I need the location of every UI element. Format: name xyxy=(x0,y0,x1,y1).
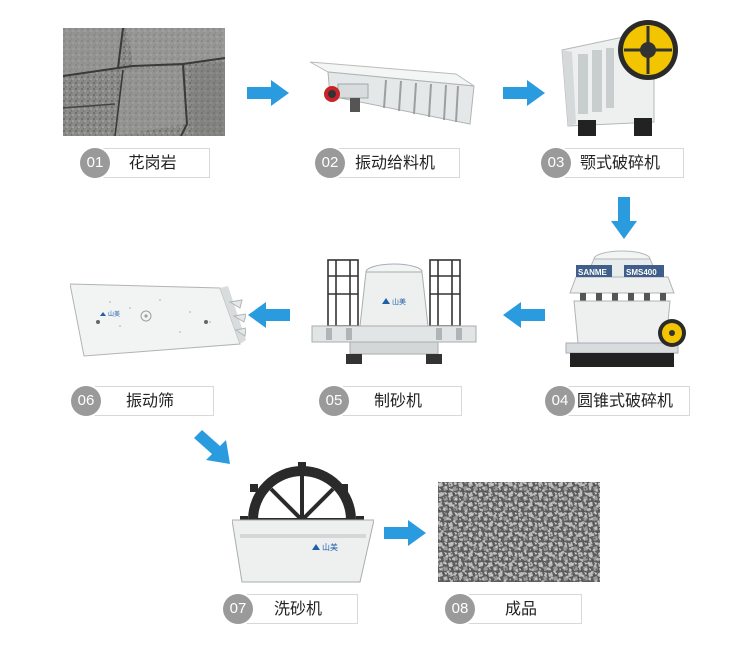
step-label-05: 05 制砂机 xyxy=(319,386,462,416)
granite-image xyxy=(63,28,225,136)
cone-crusher-image: SANME SMS400 xyxy=(562,247,686,371)
arrow-left-icon xyxy=(503,302,545,328)
step-number-badge: 08 xyxy=(445,594,475,624)
step-name: 成品 xyxy=(504,599,537,618)
brand-logo-text: 山美 xyxy=(108,310,120,318)
finished-aggregate-image xyxy=(438,482,600,582)
sanme-logo-icon xyxy=(312,544,320,550)
sand-washing-machine-image: 山美 xyxy=(232,462,374,586)
step-number-badge: 05 xyxy=(319,386,349,416)
step-number-badge: 06 xyxy=(71,386,101,416)
cone-badge-right: SMS400 xyxy=(626,268,657,277)
step-label-01: 01 花岗岩 xyxy=(80,148,210,178)
arrow-down-icon xyxy=(611,197,637,239)
step-label-08: 08 成品 xyxy=(445,594,582,624)
step-name: 振动筛 xyxy=(125,391,174,410)
step-number-badge: 03 xyxy=(541,148,571,178)
step-name: 花岗岩 xyxy=(128,153,177,172)
arrow-right-icon xyxy=(247,80,289,106)
sand-making-machine-image: 山美 xyxy=(306,254,482,366)
arrow-diagonal-icon xyxy=(190,428,234,468)
brand-logo-text: 山美 xyxy=(392,297,406,306)
step-number-badge: 04 xyxy=(545,386,575,416)
step-name: 圆锥式破碎机 xyxy=(576,391,673,410)
step-number-badge: 07 xyxy=(223,594,253,624)
arrow-right-icon xyxy=(503,80,545,106)
step-name: 洗砂机 xyxy=(273,599,322,618)
sanme-logo-icon xyxy=(382,298,390,304)
step-label-02: 02 振动给料机 xyxy=(315,148,460,178)
jaw-crusher-image xyxy=(558,14,680,140)
arrow-left-icon xyxy=(248,302,290,328)
step-name: 颚式破碎机 xyxy=(579,153,660,172)
vibrating-feeder-image xyxy=(306,50,478,130)
step-label-06: 06 振动筛 xyxy=(71,386,214,416)
brand-logo-text: 山美 xyxy=(322,542,338,552)
vibrating-screen-image: 山美 xyxy=(70,282,246,362)
step-label-03: 03 颚式破碎机 xyxy=(541,148,684,178)
cone-badge-left: SANME xyxy=(578,268,608,277)
step-name: 制砂机 xyxy=(373,391,422,410)
arrow-right-icon xyxy=(384,520,426,546)
sanme-logo-icon xyxy=(100,312,106,316)
step-label-07: 07 洗砂机 xyxy=(223,594,358,624)
step-number-badge: 01 xyxy=(80,148,110,178)
step-name: 振动给料机 xyxy=(354,153,435,172)
step-number-badge: 02 xyxy=(315,148,345,178)
step-label-04: 04 圆锥式破碎机 xyxy=(545,386,690,416)
